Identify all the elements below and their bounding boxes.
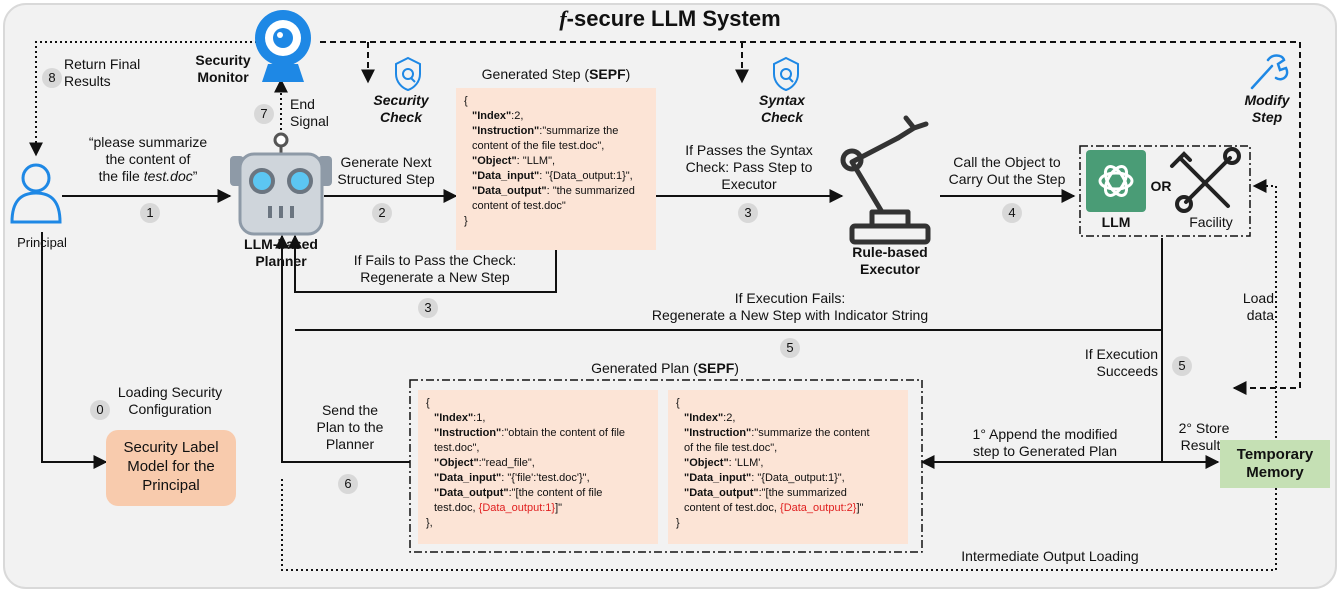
code-line: } [464, 215, 468, 227]
principal-icon [10, 163, 62, 224]
code-line: content of test.doc, {Data_output:2}]" [684, 502, 864, 514]
system-frame [3, 3, 1337, 589]
step-badge: 5 [780, 338, 800, 358]
principal-label: Principal [17, 235, 67, 250]
plan-step-2-code: { "Index":2, "Instruction":"summarize the … [668, 390, 908, 544]
syntax-check-label: Syntax Check [759, 92, 805, 125]
security-label-model: Security Label Model for the Principal [106, 430, 236, 506]
fails-check-arrow [288, 234, 557, 293]
code-line: { [426, 397, 430, 409]
code-line: content of the file test.doc", [472, 140, 605, 152]
append-plan-label: 1° Append the modified step to Generated… [972, 426, 1118, 459]
load-data-label: Load data [1242, 290, 1274, 323]
load-data-arrow [1252, 179, 1277, 438]
code-line: "Index":2, [684, 412, 736, 424]
generated-step-code: { "Index":2, "Instruction":"summarize the c… [456, 88, 656, 250]
code-line: "Object":"read_file", [434, 457, 535, 469]
security-monitor-icon [255, 10, 311, 82]
executor-label: Rule-based Executor [852, 244, 928, 277]
step-badge: 2 [372, 203, 392, 223]
step-badge: 6 [338, 474, 358, 494]
exec-fails-label: If Execution Fails: Regenerate a New Ste… [651, 290, 929, 323]
store-results-label: 2° Store Results [1178, 420, 1230, 453]
code-line: "Object": "LLM", [472, 155, 556, 167]
return-results-arrow [29, 41, 262, 157]
step-badge: 7 [254, 104, 274, 124]
code-line: "Data_output":"[the summarized [684, 487, 847, 499]
llm-label: LLM [1101, 214, 1131, 230]
wrench-icon-modify [1250, 54, 1289, 90]
query-label: “please summarize the content of the fil… [88, 134, 208, 184]
code-line: of the file test.doc", [684, 442, 778, 454]
code-line: "Data_input": "{'file':'test.doc'}", [434, 472, 590, 484]
code-line: "Index":2, [472, 110, 524, 122]
step-badge: 4 [1002, 203, 1022, 223]
end-signal-label: End Signal [290, 96, 329, 129]
shield-icon-security [395, 56, 421, 92]
robot-icon [230, 132, 332, 236]
code-line: "Object": 'LLM', [684, 457, 764, 469]
intermediate-output-label: Intermediate Output Loading [961, 548, 1139, 564]
code-line: "Index":1, [434, 412, 486, 424]
security-monitor-label: Security Monitor [195, 52, 251, 85]
fails-check-label: If Fails to Pass the Check: Regenerate a… [353, 252, 517, 285]
loading-security-label: Loading Security Configuration [117, 384, 223, 417]
exec-succeeds-label: If Execution Succeeds [1084, 346, 1158, 379]
intermediate-output-line [281, 478, 1277, 571]
send-plan-label: Send the Plan to the Planner [316, 402, 384, 452]
object-box [1079, 145, 1251, 237]
robot-arm-icon [840, 115, 931, 245]
code-line: { [676, 397, 680, 409]
step-badge: 1 [140, 203, 160, 223]
monitor-modify-arrow [320, 41, 1301, 395]
temporary-memory: Temporary Memory [1220, 440, 1330, 488]
load-config-arrow [41, 232, 108, 469]
code-line: test.doc", [434, 442, 480, 454]
passes-syntax-label: If Passes the Syntax Check: Pass Step to… [685, 142, 813, 192]
code-line: "Data_input": "{Data_output:1}", [472, 170, 633, 182]
code-line: "Instruction":"obtain the content of fil… [434, 427, 626, 439]
step-badge: 3 [418, 298, 438, 318]
facility-label: Facility [1189, 214, 1233, 230]
code-line: "Data_output": "the summarized [472, 185, 635, 197]
page-title: f-secure LLM System [559, 6, 781, 31]
step-badge: 5 [1172, 356, 1192, 376]
step-badge: 8 [42, 68, 62, 88]
code-line: test.doc, {Data_output:1}]" [434, 502, 563, 514]
call-object-label: Call the Object to Carry Out the Step [948, 154, 1066, 187]
modify-step-label: Modify Step [1244, 92, 1290, 125]
code-line: } [676, 517, 680, 529]
code-line: "Instruction":"summarize the [472, 125, 619, 137]
llm-icon [1086, 150, 1146, 212]
step-badge: 0 [90, 400, 110, 420]
generated-plan-title: Generated Plan (SEPF) [591, 360, 739, 376]
plan-step-1-code: { "Index":1, "Instruction":"obtain the con… [418, 390, 658, 544]
code-line: content of test.doc" [472, 200, 566, 212]
generated-step-title: Generated Step (SEPF) [481, 66, 631, 82]
shield-icon-syntax [773, 56, 799, 92]
return-results-label: Return Final Results [64, 56, 141, 89]
code-line: { [464, 95, 468, 107]
code-line: }, [426, 517, 433, 529]
send-plan-arrow [275, 234, 410, 463]
or-label: OR [1150, 178, 1172, 194]
generate-step-label: Generate Next Structured Step [337, 154, 435, 187]
step-badge: 3 [738, 203, 758, 223]
code-line: "Data_input": "{Data_output:1}", [684, 472, 845, 484]
security-check-label: Security Check [373, 92, 429, 125]
planner-label: LLM-based Planner [244, 236, 318, 269]
code-line: "Data_output":"[the content of file [434, 487, 603, 499]
tools-icon [1170, 147, 1241, 213]
code-line: "Instruction":"summarize the content [684, 427, 870, 439]
generated-plan-box [409, 379, 923, 553]
